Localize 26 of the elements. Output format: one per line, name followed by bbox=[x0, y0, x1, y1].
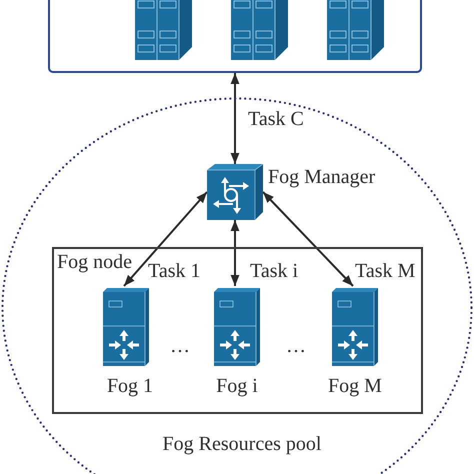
double-arrow bbox=[230, 220, 240, 286]
node-caption: Fog Manager bbox=[268, 166, 376, 189]
dotted-pool-boundary bbox=[1, 97, 473, 474]
edge-label: Task C bbox=[248, 108, 304, 131]
ellipsis-text: … bbox=[170, 335, 190, 358]
arrows-cube-icon bbox=[207, 164, 263, 220]
fog-node-frame bbox=[52, 247, 423, 414]
server-tower-icon bbox=[103, 288, 149, 366]
node-caption: Fog i bbox=[216, 375, 258, 398]
double-arrow bbox=[230, 73, 240, 164]
edge-label: Task M bbox=[355, 260, 416, 283]
edge-label: Task i bbox=[250, 260, 298, 283]
ellipsis-text: … bbox=[286, 335, 306, 358]
double-arrow bbox=[123, 191, 208, 287]
node-title: Fog node bbox=[57, 251, 132, 274]
node-caption: Fog M bbox=[328, 375, 382, 398]
server-tower-icon bbox=[214, 288, 260, 366]
server-rack-icon bbox=[135, 0, 192, 60]
double-arrow bbox=[262, 191, 354, 287]
server-tower-icon bbox=[332, 288, 378, 366]
cloud-panel bbox=[48, 0, 422, 73]
server-rack-icon bbox=[327, 0, 384, 60]
edge-label: Task 1 bbox=[148, 260, 200, 283]
pool-title: Fog Resources pool bbox=[162, 433, 322, 456]
server-rack-icon bbox=[231, 0, 288, 60]
node-caption: Fog 1 bbox=[106, 375, 154, 398]
